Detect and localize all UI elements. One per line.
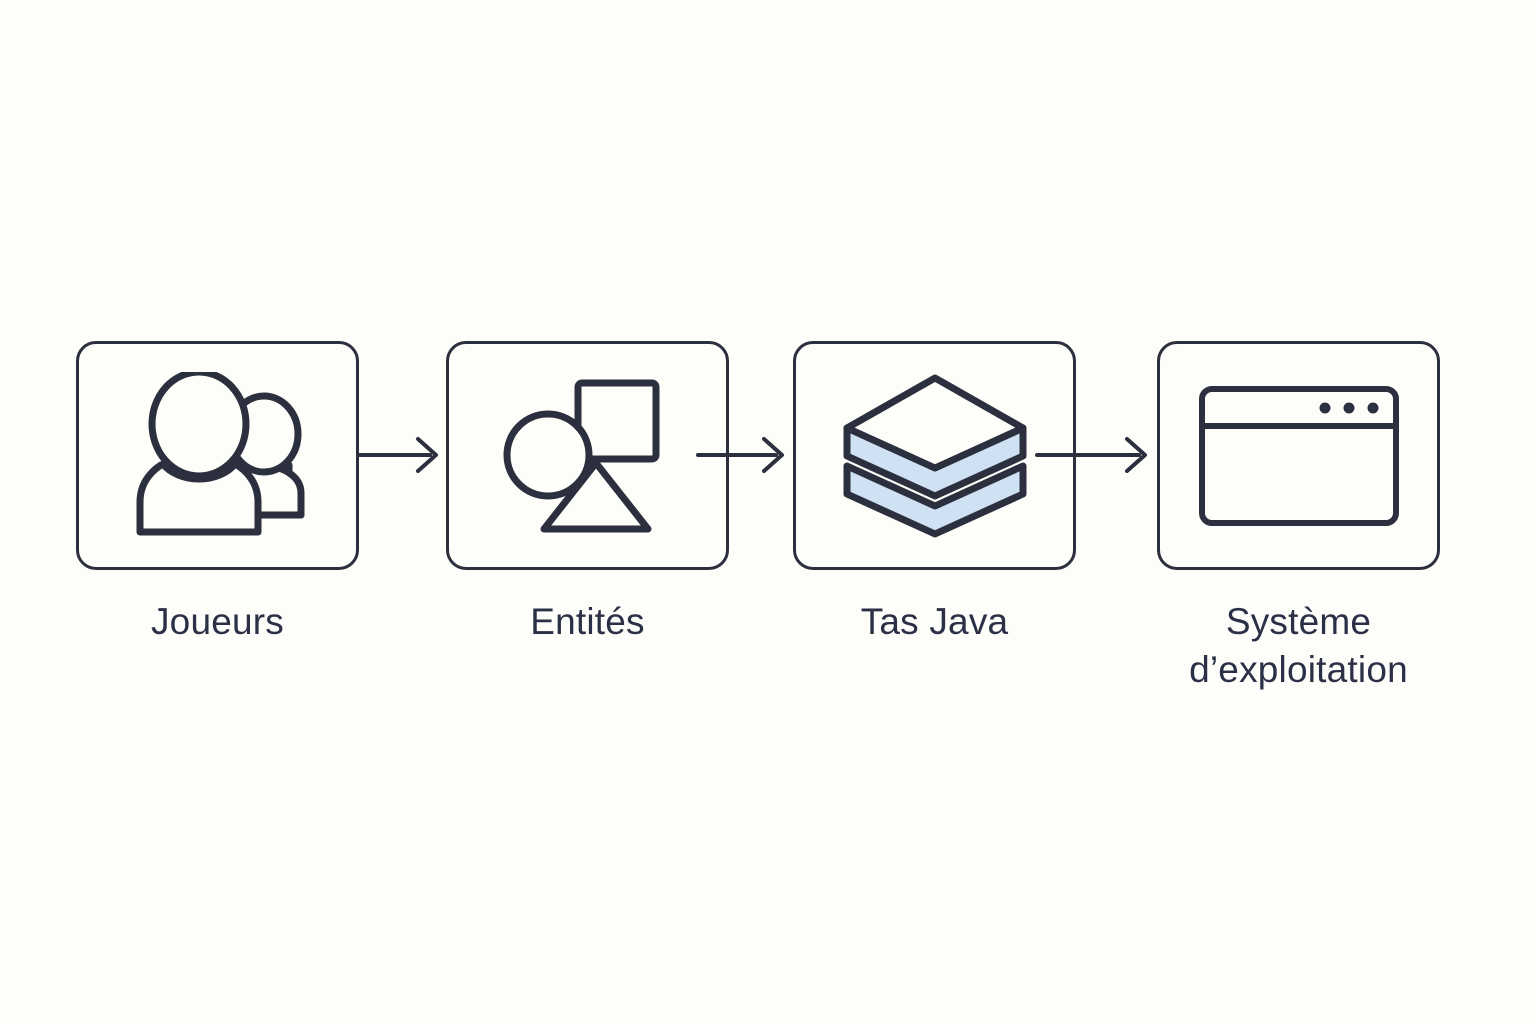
flow-node-tas-java[interactable]: Tas Java (793, 341, 1076, 646)
arrow-right-icon (696, 429, 790, 481)
flow-row: Joueurs Entités (0, 341, 1536, 701)
node-box (446, 341, 729, 570)
node-box (76, 341, 359, 570)
flow-node-label: Entités (530, 601, 645, 642)
arrow-right-icon (1035, 429, 1155, 481)
shapes-icon (449, 344, 726, 567)
node-box (1157, 341, 1440, 570)
flow-node-entites[interactable]: Entités (446, 341, 729, 646)
flow-node-label: Système d’exploitation (1189, 601, 1408, 691)
layers-stack-icon (796, 344, 1073, 567)
application-window-icon (1160, 344, 1437, 567)
arrow-right-icon (358, 429, 444, 481)
users-icon (79, 344, 356, 567)
flow-node-label: Tas Java (860, 601, 1009, 642)
flow-node-joueurs[interactable]: Joueurs (76, 341, 359, 646)
node-box (793, 341, 1076, 570)
flow-node-systeme-exploitation[interactable]: Système d’exploitation (1157, 341, 1440, 694)
flow-node-label: Joueurs (150, 601, 285, 642)
